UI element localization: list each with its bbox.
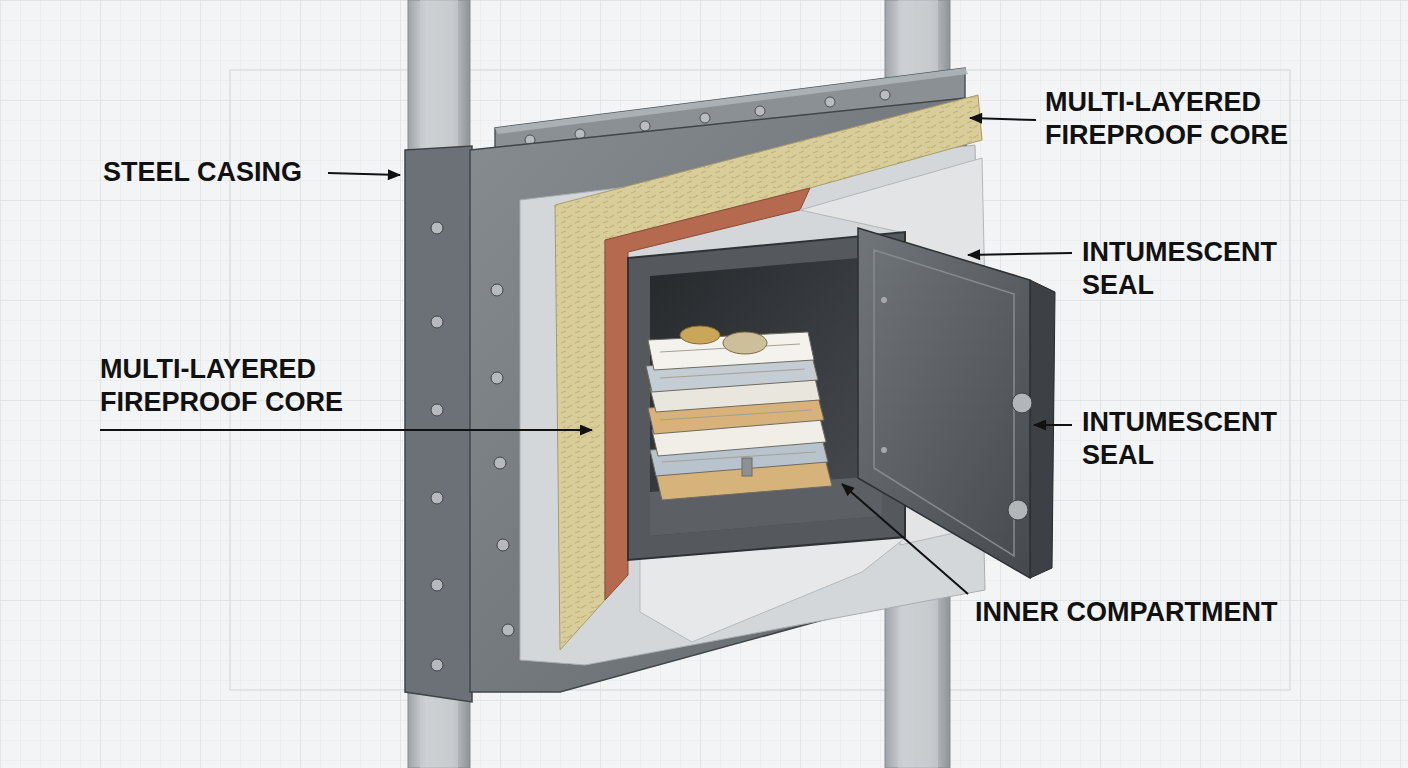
steel-casing-part-part <box>497 539 509 551</box>
safe-door <box>858 228 1055 578</box>
steel-casing-part-part <box>502 624 514 636</box>
top-rail-part-part <box>880 90 890 100</box>
documents-part <box>723 332 767 354</box>
steel-casing-part-part <box>494 457 506 469</box>
leader-lines <box>100 118 1072 594</box>
safe-door-part <box>1030 280 1055 578</box>
top-rail-part-part <box>825 97 835 107</box>
safe-door-part <box>881 447 887 453</box>
steel-casing-part-part <box>431 492 443 504</box>
steel-casing-part-part <box>431 316 443 328</box>
leader-lines-part <box>842 484 968 594</box>
steel-casing-part-part <box>431 404 443 416</box>
steel-casing-part-part <box>491 284 503 296</box>
grid-background-part <box>230 70 1290 690</box>
documents-part <box>742 458 752 476</box>
part-label: INNER COMPARTMENT <box>975 596 1277 629</box>
part-label: INTUMESCENT SEAL <box>1082 406 1322 472</box>
safe-door-part <box>874 250 1014 556</box>
part-label: MULTI-LAYERED FIREPROOF CORE <box>100 353 380 419</box>
leader-lines-part <box>968 253 1072 255</box>
top-rail-part-part <box>700 113 710 123</box>
documents-part <box>680 326 720 344</box>
steel-casing-part-part <box>491 372 503 384</box>
top-rail-part-part <box>640 121 650 131</box>
safe-door-part <box>1012 393 1032 413</box>
steel-casing-part <box>405 146 472 702</box>
part-label: INTUMESCENT SEAL <box>1082 236 1322 302</box>
part-label: STEEL CASING <box>103 156 302 189</box>
inner-compartment-part <box>650 256 882 536</box>
leader-lines-part <box>100 429 592 431</box>
top-rail-part-part <box>755 106 765 116</box>
documents-part <box>660 344 816 462</box>
steel-casing-part-part <box>431 222 443 234</box>
leader-lines-part <box>970 118 1036 120</box>
leader-lines-part <box>328 173 400 175</box>
steel-casing-part-part <box>431 659 443 671</box>
safe-door-part <box>858 228 1030 578</box>
safe-door-part <box>881 297 887 303</box>
steel-casing-part-part <box>431 579 443 591</box>
safe-door-part <box>1008 500 1028 520</box>
part-label: MULTI-LAYERED FIREPROOF CORE <box>1045 86 1325 152</box>
documents <box>646 326 832 500</box>
leader-lines-part <box>1034 424 1072 426</box>
